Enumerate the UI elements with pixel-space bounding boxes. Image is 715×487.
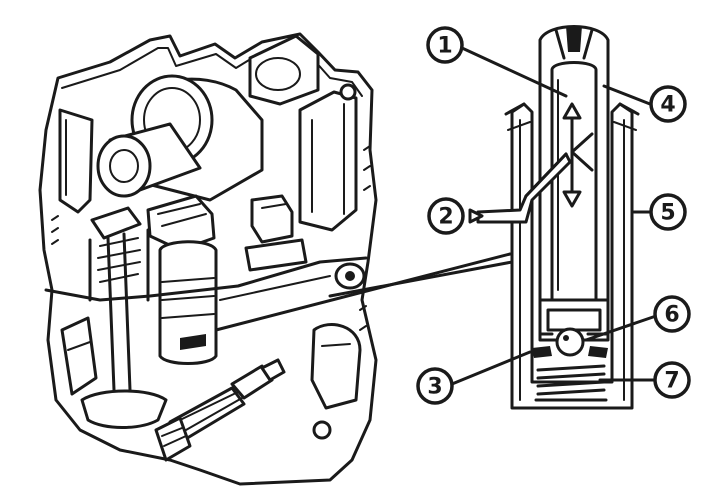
callout-4: 4 <box>649 85 687 123</box>
callout-7: 7 <box>653 361 691 399</box>
callout-7-label: 7 <box>664 369 679 394</box>
callout-3-label: 3 <box>427 375 442 400</box>
callout-4-label: 4 <box>660 93 675 118</box>
callout-1-label: 1 <box>437 34 452 59</box>
hydraulic-tappet-section <box>476 25 640 410</box>
callout-6: 6 <box>653 295 691 333</box>
callout-6-label: 6 <box>664 303 679 328</box>
cylinder-head-cutaway <box>38 32 378 486</box>
callout-5: 5 <box>649 193 687 231</box>
callout-3: 3 <box>416 367 454 405</box>
spark-plug <box>154 358 286 462</box>
callout-leaders <box>450 46 658 386</box>
callout-1: 1 <box>426 26 464 64</box>
callout-5-label: 5 <box>660 201 675 226</box>
detail-leader-lines <box>214 252 514 332</box>
callout-2-label: 2 <box>438 205 453 230</box>
callout-2: 2 <box>427 197 465 235</box>
